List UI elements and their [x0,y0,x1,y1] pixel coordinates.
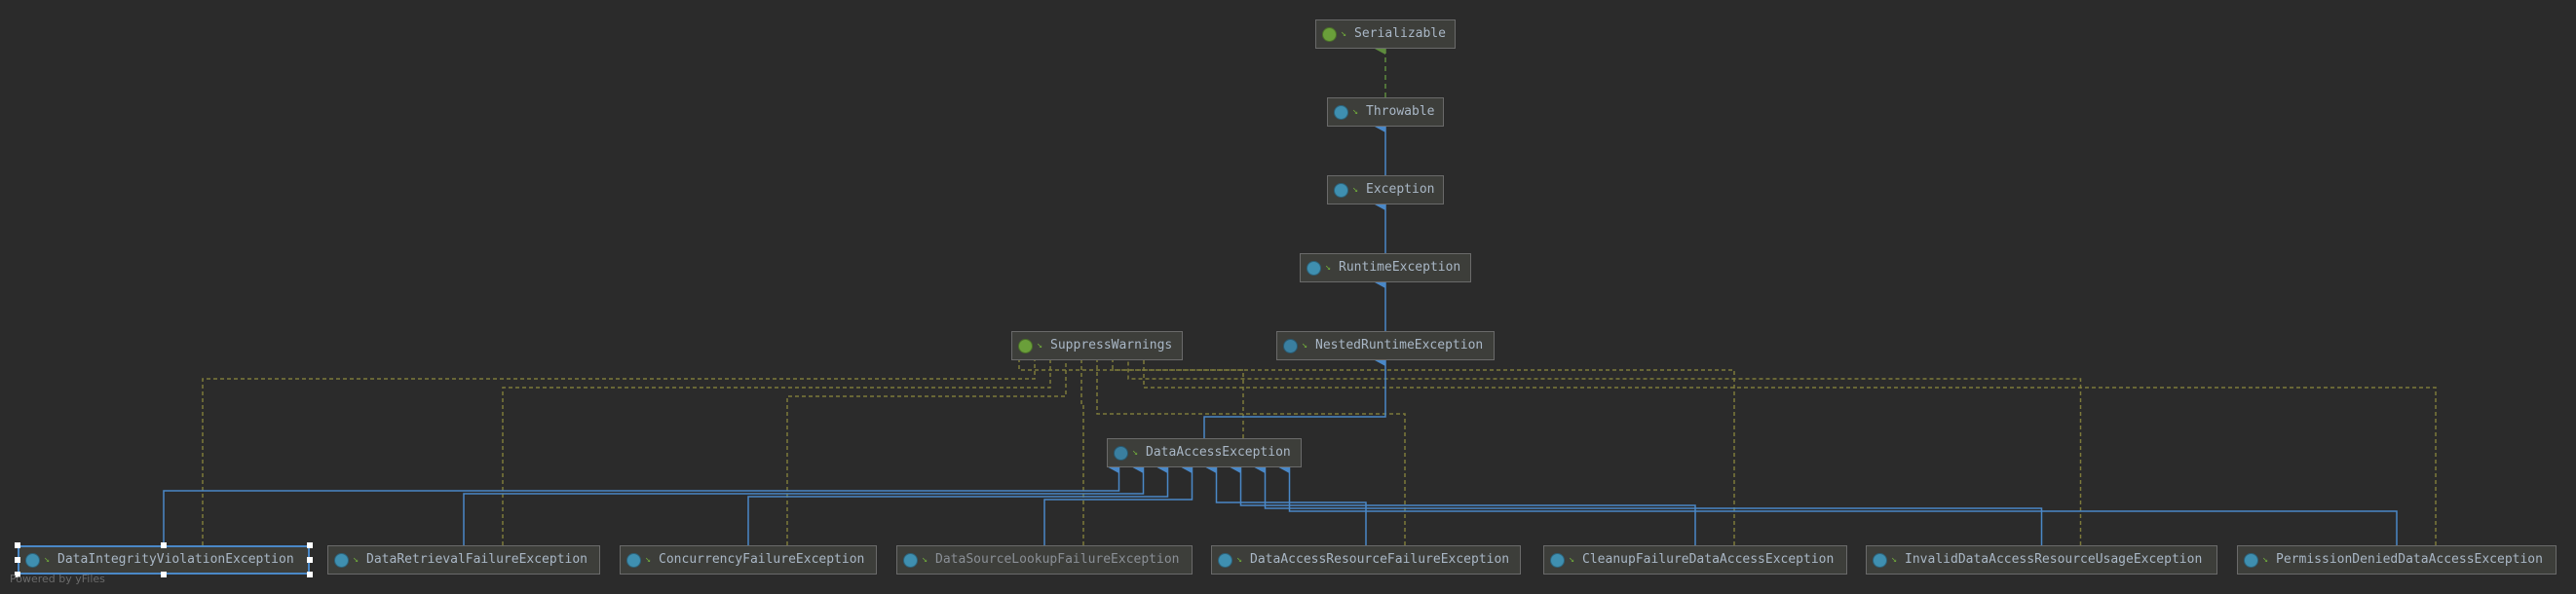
node-concurrencyfailureexception[interactable]: ↘ ConcurrencyFailureException [620,545,877,575]
inheritance-edge [1278,462,2398,545]
visibility-icon: ↘ [1891,554,1898,565]
abstract-class-icon [1114,445,1128,461]
node-label: DataAccessException [1146,445,1291,460]
annotation-edge [1096,360,1406,545]
annotation-edges [202,360,2437,545]
inheritance-edges [163,43,2398,545]
node-serializable[interactable]: ↘ Serializable [1315,19,1456,49]
node-label: RuntimeException [1339,260,1461,275]
visibility-icon: ↘ [1352,184,1359,195]
inheritance-edge [163,462,1120,545]
class-icon [1873,552,1887,568]
annotation-edge [1143,360,2437,545]
visibility-icon: ↘ [1132,447,1139,458]
inheritance-edge [747,462,1169,545]
annotation-edge [502,360,1051,545]
node-nestedruntimeexception[interactable]: ↘ NestedRuntimeException [1276,331,1495,360]
selection-handle[interactable] [161,542,167,548]
selection-handle[interactable] [15,572,20,577]
class-icon [1550,552,1565,568]
node-suppresswarnings[interactable]: ↘ SuppressWarnings [1011,331,1183,360]
annotation-edge [1080,360,1084,545]
visibility-icon: ↘ [1302,340,1308,351]
annotation-edge [202,360,1036,545]
selection-handle[interactable] [307,572,313,577]
annotation-edge [1127,360,2082,545]
annotation-edge [786,360,1067,545]
annotation-edge [1112,360,1735,545]
class-icon [626,552,641,568]
annotation-icon [1018,338,1033,353]
inheritance-edge [1254,462,2043,545]
class-icon [1334,104,1348,120]
node-label: NestedRuntimeException [1315,338,1484,353]
selection-handle[interactable] [15,542,20,548]
node-label: DataSourceLookupFailureException [935,552,1180,567]
class-icon [2244,552,2258,568]
inheritance-edge [1230,462,1696,545]
class-icon [1307,260,1321,276]
node-label: InvalidDataAccessResourceUsageException [1905,552,2203,567]
visibility-icon: ↘ [645,554,652,565]
class-icon [903,552,918,568]
class-icon [1218,552,1232,568]
node-permissiondenieddataaccessexception[interactable]: ↘ PermissionDeniedDataAccessException [2237,545,2557,575]
node-dataaccessexception[interactable]: ↘ DataAccessException [1107,438,1302,467]
visibility-icon: ↘ [44,554,51,565]
node-label: DataAccessResourceFailureException [1250,552,1510,567]
node-datasourcelookupfailureexception[interactable]: ↘ DataSourceLookupFailureException [896,545,1193,575]
inheritance-edge [1205,462,1367,545]
node-label: Serializable [1354,26,1446,41]
visibility-icon: ↘ [1236,554,1243,565]
visibility-icon: ↘ [1341,28,1347,39]
node-invaliddataaccessresourceusageexception[interactable]: ↘ InvalidDataAccessResourceUsageException [1866,545,2217,575]
visibility-icon: ↘ [1569,554,1575,565]
node-label: SuppressWarnings [1050,338,1173,353]
class-icon [25,552,40,568]
selection-handle[interactable] [307,542,313,548]
node-label: Exception [1366,182,1435,197]
node-exception[interactable]: ↘ Exception [1327,175,1444,204]
inheritance-edge [1043,462,1193,545]
visibility-icon: ↘ [353,554,360,565]
class-icon [1334,182,1348,198]
node-label: CleanupFailureDataAccessException [1582,552,1835,567]
node-cleanupfailuredataaccessexception[interactable]: ↘ CleanupFailureDataAccessException [1543,545,1847,575]
inheritance-edge [463,462,1145,545]
interface-icon [1322,26,1337,42]
selection-handle[interactable] [15,557,20,563]
annotation-edge [1018,360,1244,438]
visibility-icon: ↘ [1037,340,1043,351]
inheritance-edge [1203,354,1386,438]
visibility-icon: ↘ [1325,262,1332,273]
selection-handle[interactable] [307,557,313,563]
node-runtimeexception[interactable]: ↘ RuntimeException [1300,253,1471,282]
node-dataretrievalfailureexception[interactable]: ↘ DataRetrievalFailureException [327,545,600,575]
node-label: ConcurrencyFailureException [659,552,865,567]
node-label: Throwable [1366,104,1435,119]
visibility-icon: ↘ [922,554,928,565]
visibility-icon: ↘ [1352,106,1359,117]
watermark: Powered by yFiles [10,573,105,585]
selection-handle[interactable] [161,572,167,577]
node-dataintegrityviolationexception[interactable]: ↘ DataIntegrityViolationException [18,545,310,575]
class-icon [334,552,349,568]
node-throwable[interactable]: ↘ Throwable [1327,97,1444,127]
abstract-class-icon [1283,338,1298,353]
node-label: DataRetrievalFailureException [366,552,588,567]
node-label: DataIntegrityViolationException [57,552,294,567]
visibility-icon: ↘ [2262,554,2269,565]
node-dataaccessresourcefailureexception[interactable]: ↘ DataAccessResourceFailureException [1211,545,1521,575]
node-label: PermissionDeniedDataAccessException [2276,552,2543,567]
